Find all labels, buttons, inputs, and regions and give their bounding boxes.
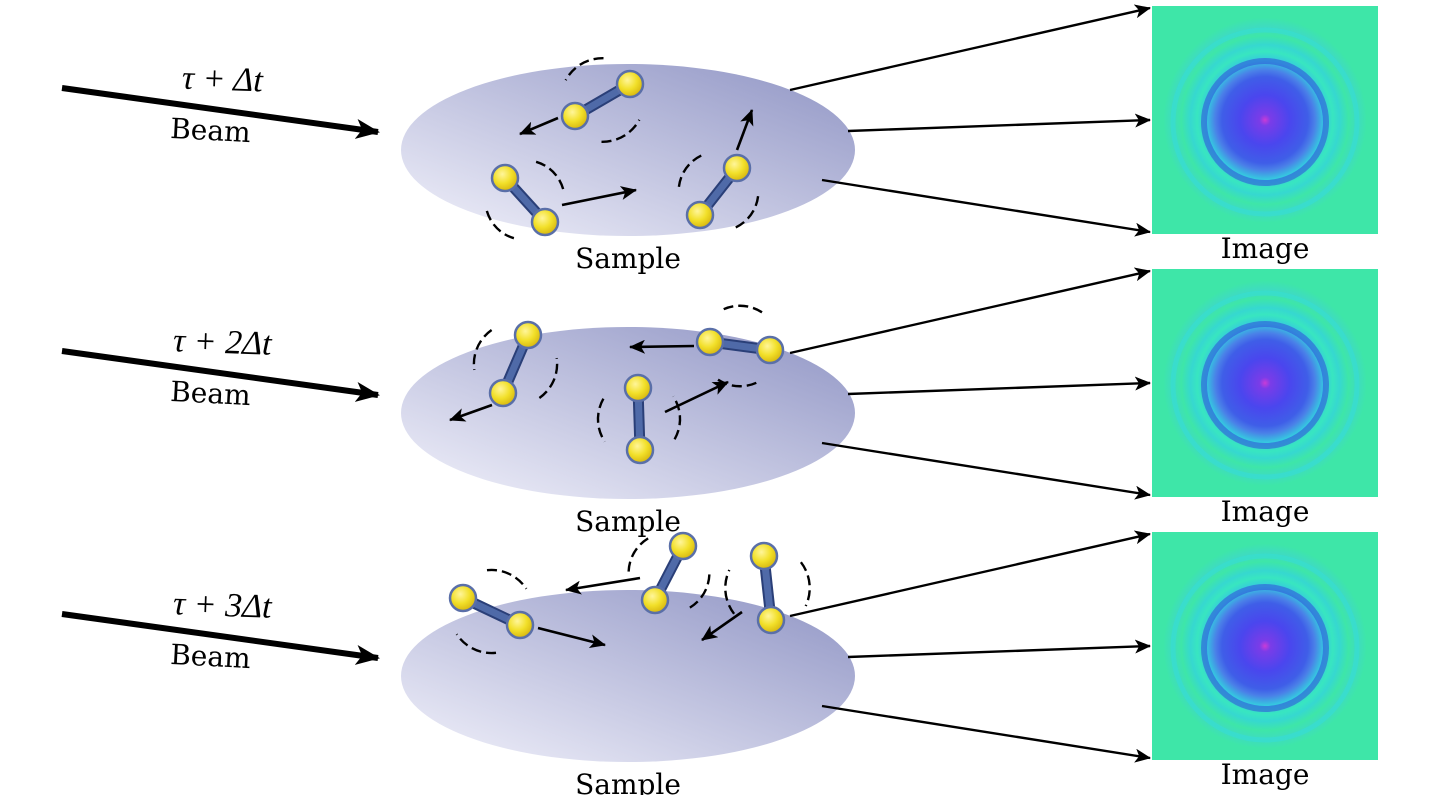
- scattered-ray: [821, 704, 1151, 763]
- rotation-arc: [486, 568, 528, 590]
- molecule: [677, 109, 760, 231]
- detector-image: [1152, 269, 1378, 497]
- molecule: [484, 160, 637, 240]
- atom: [513, 320, 543, 350]
- atom: [448, 583, 478, 613]
- rotation-arc: [564, 56, 604, 81]
- atom: [623, 373, 653, 403]
- image-label: Image: [1221, 495, 1310, 528]
- atom: [755, 335, 785, 365]
- rotation-arc: [689, 570, 711, 609]
- scattered-ray: [847, 639, 1151, 659]
- atom: [695, 327, 725, 357]
- rotation-arc: [677, 152, 706, 187]
- molecule: [596, 373, 729, 465]
- atom: [625, 435, 655, 465]
- sample-label: Sample: [575, 242, 681, 275]
- scattered-ray: [821, 441, 1151, 500]
- atom: [488, 378, 518, 408]
- molecule: [565, 531, 711, 615]
- rotation-arc: [596, 398, 606, 443]
- rotation-arc: [538, 357, 559, 399]
- molecule: [629, 304, 785, 388]
- beam-label: Beam: [169, 375, 251, 412]
- atom: [490, 163, 520, 193]
- sample-label: Sample: [575, 505, 681, 538]
- beam-label: Beam: [169, 112, 251, 149]
- detector-image: [1152, 532, 1378, 760]
- atom: [722, 153, 752, 183]
- motion-arrow: [701, 610, 743, 642]
- diffraction-ring: [1170, 553, 1360, 743]
- molecule: [448, 568, 606, 655]
- sample-label: Sample: [575, 768, 681, 795]
- scattered-ray: [847, 376, 1151, 396]
- rotation-arc: [724, 569, 736, 615]
- atom: [756, 605, 786, 635]
- molecule: [701, 541, 811, 642]
- scattered-ray: [789, 530, 1151, 618]
- motion-arrow: [537, 626, 606, 649]
- rotation-arc: [484, 207, 515, 240]
- diffraction-ring: [1201, 58, 1329, 186]
- diffraction-ring: [1170, 290, 1360, 480]
- diffraction-pattern: [1152, 6, 1378, 234]
- motion-arrow: [735, 109, 754, 151]
- motion-arrow: [449, 403, 493, 422]
- rotation-arc: [672, 395, 682, 440]
- diffraction-ring: [1201, 584, 1329, 712]
- rotation-arc: [455, 633, 497, 655]
- rotation-arc: [472, 329, 493, 371]
- motion-arrow: [519, 116, 559, 136]
- motion-arrow: [561, 186, 637, 207]
- scattered-ray: [789, 4, 1151, 92]
- beam-label: Beam: [169, 638, 251, 675]
- beam-arrow: [61, 348, 380, 402]
- motion-arrow: [664, 380, 729, 414]
- beam-arrow: [61, 85, 380, 139]
- rotation-arc: [713, 376, 757, 388]
- scattered-ray: [789, 267, 1151, 355]
- scattered-ray: [847, 113, 1151, 133]
- diffraction-pattern: [1152, 269, 1378, 497]
- atom: [505, 610, 535, 640]
- detector-image: [1152, 6, 1378, 234]
- motion-arrow: [629, 339, 695, 354]
- rotation-arc: [723, 304, 767, 316]
- sample-ellipse: [401, 590, 855, 762]
- diffraction-ring: [1201, 321, 1329, 449]
- molecule: [449, 320, 559, 422]
- atom: [530, 207, 560, 237]
- rotation-arc: [535, 160, 566, 193]
- rotation-arc: [627, 537, 649, 576]
- rotation-arc: [799, 561, 811, 607]
- rotation-arc: [601, 119, 641, 144]
- beam-arrow: [61, 611, 380, 665]
- atom: [685, 200, 715, 230]
- diffraction-ring: [1170, 27, 1360, 217]
- atom: [749, 541, 779, 571]
- atom: [560, 101, 590, 131]
- motion-arrow: [565, 576, 641, 595]
- atom: [668, 531, 698, 561]
- image-label: Image: [1221, 758, 1310, 791]
- molecule: [519, 56, 645, 144]
- atom: [615, 69, 645, 99]
- rotation-arc: [731, 196, 760, 231]
- diffraction-pattern: [1152, 532, 1378, 760]
- time-label: τ + Δt: [181, 60, 265, 100]
- atom: [640, 585, 670, 615]
- image-label: Image: [1221, 232, 1310, 265]
- time-label: τ + 2Δt: [172, 322, 273, 362]
- scattered-ray: [821, 178, 1151, 237]
- time-label: τ + 3Δt: [172, 585, 273, 625]
